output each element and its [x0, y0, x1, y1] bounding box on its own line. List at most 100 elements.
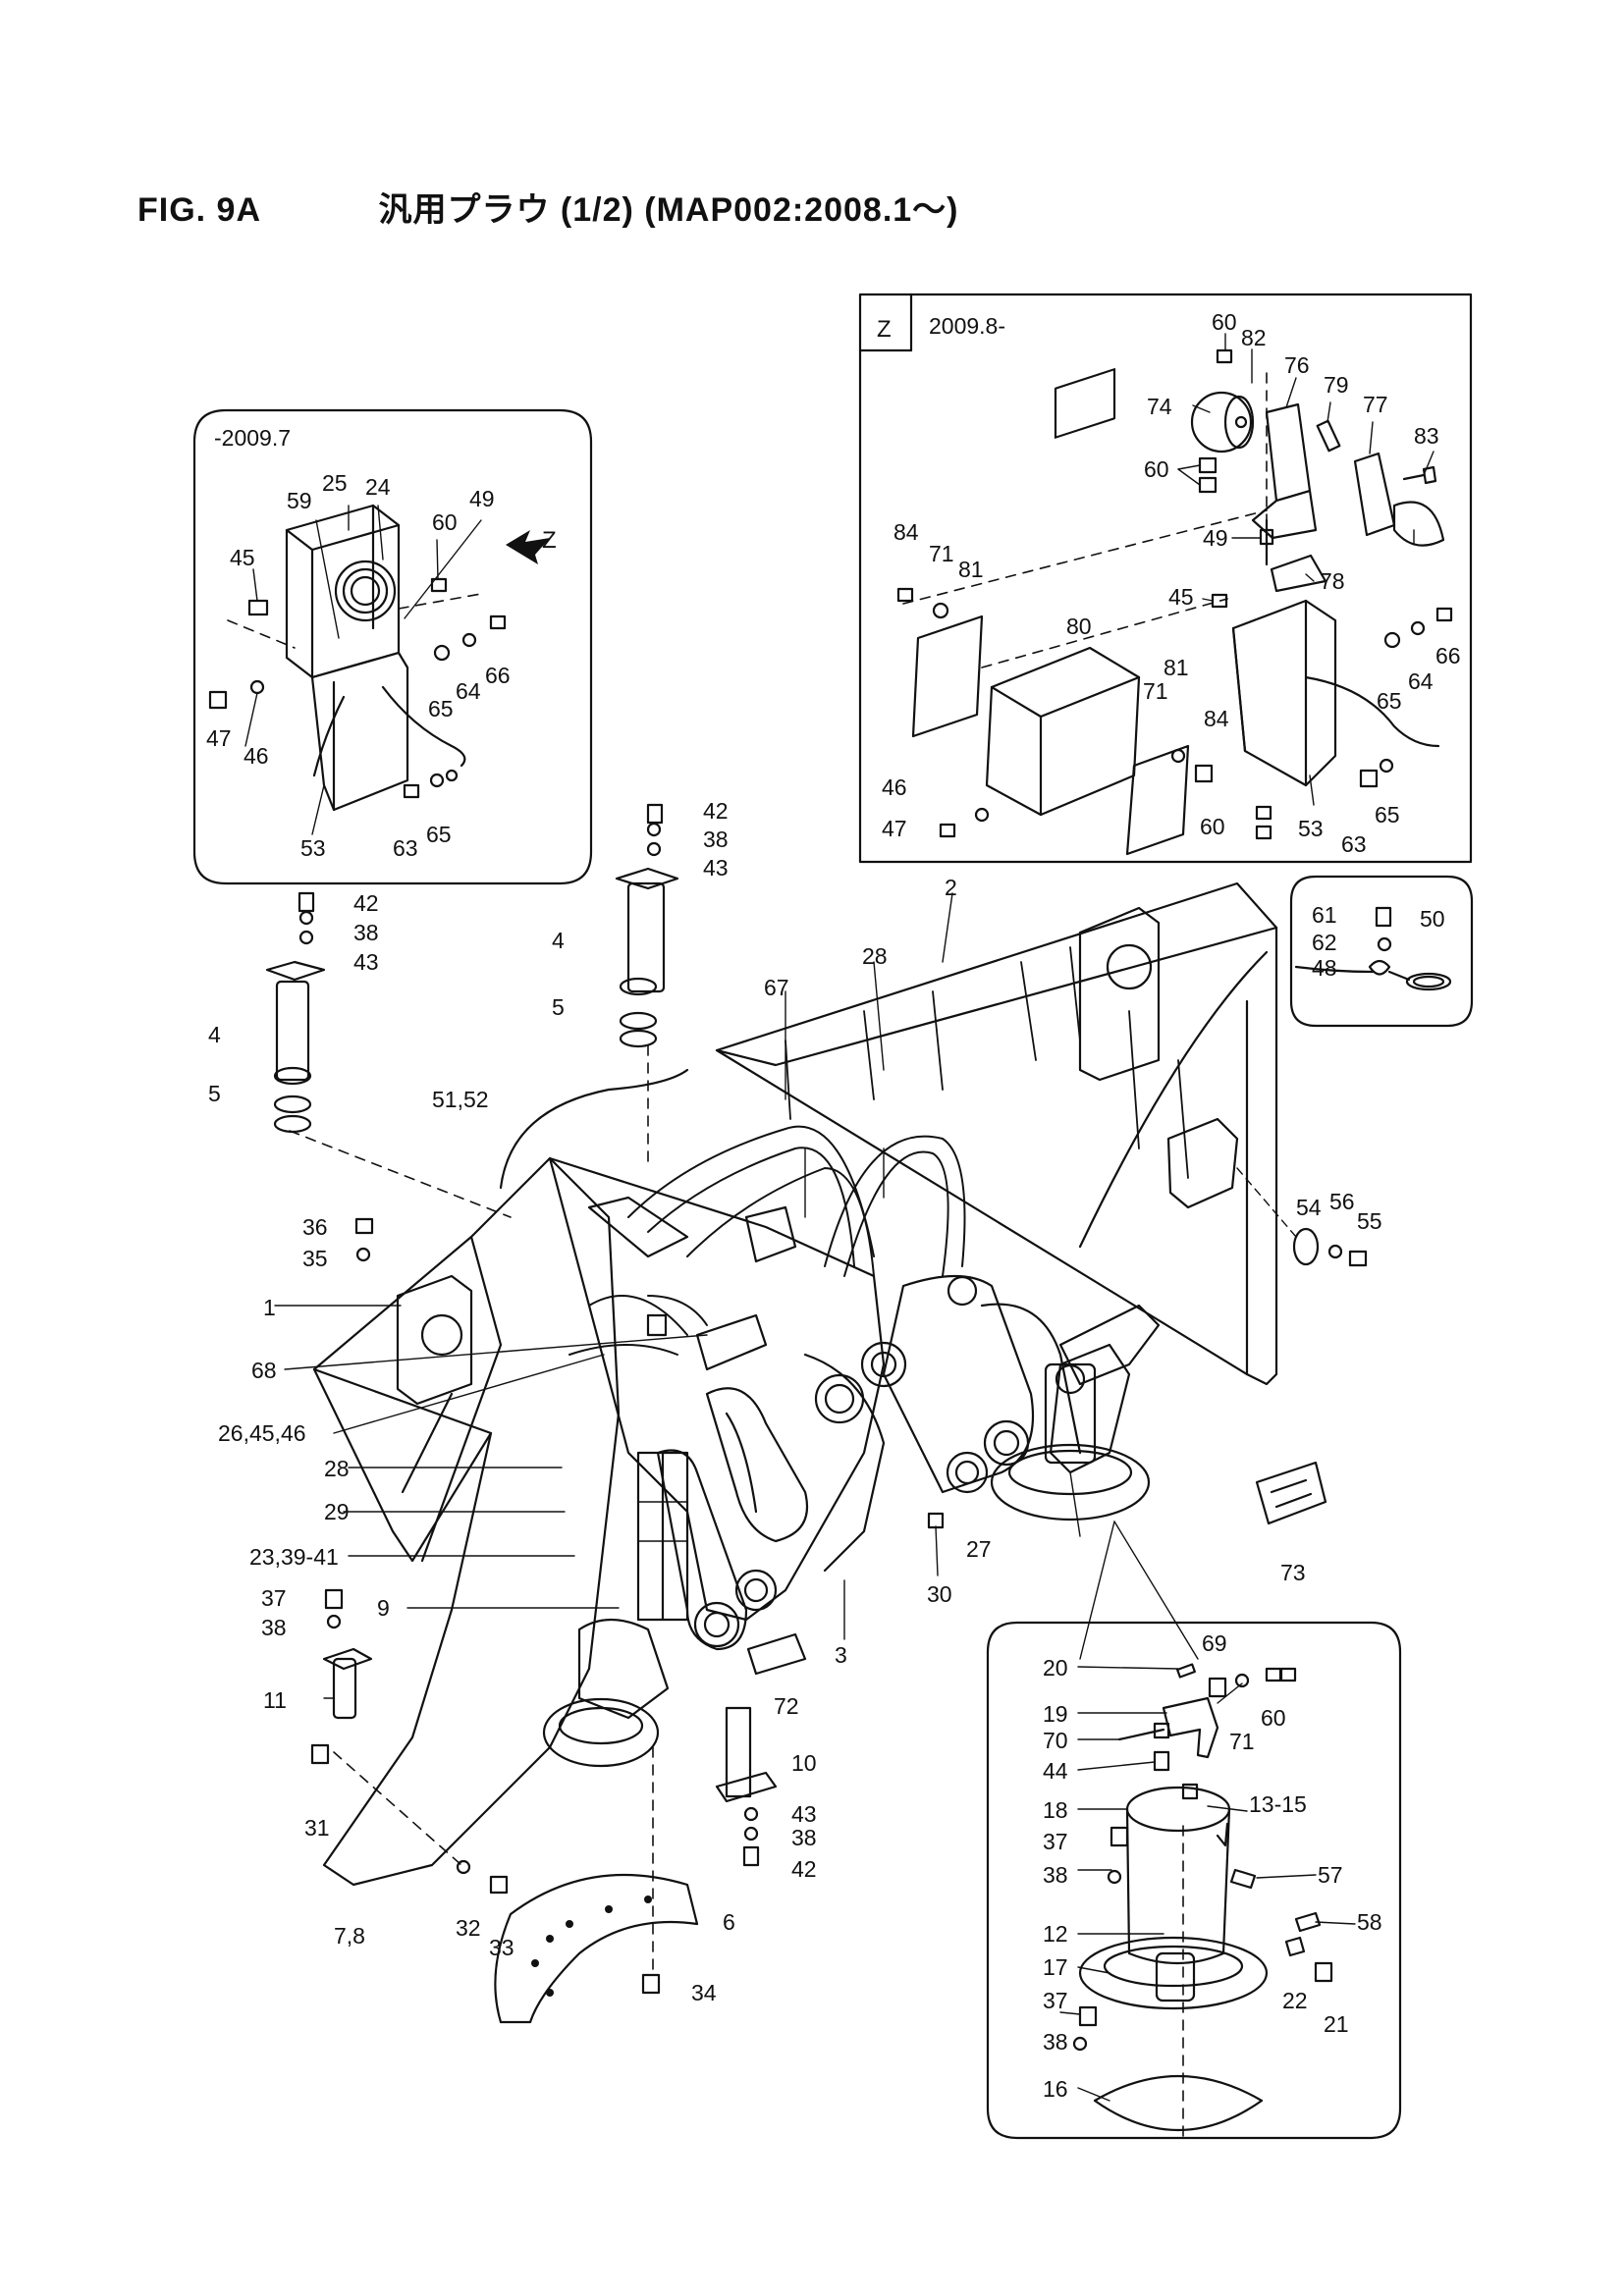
callout: 5 [208, 1081, 221, 1106]
callout: 74 [1147, 394, 1172, 419]
callout: 65 [428, 696, 454, 721]
detail-box-z [858, 293, 1473, 864]
callout: 47 [206, 725, 232, 751]
callout: 37 [1043, 1988, 1068, 2013]
callout: 58 [1357, 1909, 1382, 1935]
callout: 66 [485, 663, 511, 688]
callout: 2 [945, 875, 957, 900]
callout: 83 [1414, 423, 1439, 449]
wiring-inset [1289, 875, 1474, 1028]
callout: 12 [1043, 1921, 1068, 1947]
callout: 31 [304, 1815, 330, 1841]
callout: 10 [791, 1750, 817, 1776]
callout: 38 [703, 827, 729, 852]
left-box-arrow-label: Z [542, 527, 557, 554]
callout: 28 [324, 1456, 350, 1481]
callout: 45 [1168, 584, 1194, 610]
box-z-date: 2009.8- [929, 313, 1005, 339]
callout: 45 [230, 545, 255, 570]
figure-title: FIG. 9A 汎用プラウ (1/2) (MAP002:2008.1〜) [137, 183, 959, 231]
callout: 73 [1280, 1560, 1306, 1585]
callout: 17 [1043, 1954, 1068, 1980]
callout: 30 [927, 1581, 952, 1607]
callout: 59 [287, 488, 312, 513]
callout: 60 [1212, 309, 1237, 335]
callout: 42 [791, 1856, 817, 1882]
callout: 46 [882, 774, 907, 800]
callout: 6 [723, 1909, 735, 1935]
callout: 64 [456, 678, 481, 704]
callout: 48 [1312, 955, 1337, 981]
callout: 69 [1202, 1630, 1227, 1656]
callout: 53 [1298, 816, 1324, 841]
main-assembly [265, 803, 1368, 2024]
callout: 16 [1043, 2076, 1068, 2102]
callout: 44 [1043, 1758, 1068, 1784]
callouts-shoe-box: 69 20 19 60 70 71 44 18 13-15 37 38 57 5… [1043, 1630, 1382, 2102]
callout: 42 [703, 798, 729, 824]
callout: 37 [261, 1585, 287, 1611]
callouts-left-box: 59 25 24 49 60 45 65 64 66 47 46 53 63 6… [206, 470, 511, 861]
callout: 60 [432, 509, 458, 535]
callout: 29 [324, 1499, 350, 1524]
callout: 65 [426, 822, 452, 847]
callout: 4 [208, 1022, 221, 1047]
callout: 67 [764, 975, 789, 1000]
callout: 70 [1043, 1728, 1068, 1753]
callout: 32 [456, 1915, 481, 1941]
callouts-main: 42 38 43 4 5 42 38 43 4 5 2 28 67 51,52 … [208, 798, 1382, 2005]
callout: 66 [1435, 643, 1461, 668]
callout: 38 [353, 920, 379, 945]
callout: 63 [393, 835, 418, 861]
callout: 35 [302, 1246, 328, 1271]
callout: 42 [353, 890, 379, 916]
detail-box-left [192, 408, 593, 885]
callout: 38 [1043, 2029, 1068, 2055]
callout: 13-15 [1249, 1791, 1307, 1817]
callouts-wiring-inset: 61 50 62 48 [1312, 902, 1445, 981]
detail-box-shoe [986, 1621, 1402, 2141]
box-z-letter: Z [877, 316, 892, 343]
callout: 47 [882, 816, 907, 841]
callout: 60 [1200, 814, 1225, 839]
callout: 84 [1204, 706, 1229, 731]
figure-caption: 汎用プラウ (1/2) (MAP002:2008.1〜) [378, 191, 959, 229]
callout: 65 [1377, 688, 1402, 714]
callout: 71 [929, 541, 954, 566]
callout: 49 [469, 486, 495, 511]
callout: 63 [1341, 831, 1367, 857]
callouts-box-z: 60 82 76 79 77 74 83 60 49 84 71 81 78 4… [882, 309, 1461, 857]
callout: 24 [365, 474, 391, 500]
callout: 4 [552, 928, 565, 953]
callout: 60 [1144, 456, 1169, 482]
callout: 61 [1312, 902, 1337, 928]
callout: 38 [1043, 1862, 1068, 1888]
callout: 27 [966, 1536, 992, 1562]
callout: 7,8 [334, 1923, 365, 1949]
left-box-date: -2009.7 [214, 425, 291, 451]
callout: 62 [1312, 930, 1337, 955]
callout: 65 [1375, 802, 1400, 828]
callout: 81 [958, 557, 984, 582]
callout: 79 [1324, 372, 1349, 398]
callout: 80 [1066, 614, 1092, 639]
callout: 68 [251, 1358, 277, 1383]
callout: 26,45,46 [218, 1420, 306, 1446]
callout: 1 [263, 1295, 276, 1320]
callout: 43 [353, 949, 379, 975]
callout: 71 [1229, 1729, 1255, 1754]
callout: 78 [1320, 568, 1345, 594]
callout: 50 [1420, 906, 1445, 932]
callout: 23,39-41 [249, 1544, 339, 1570]
callout: 56 [1329, 1189, 1355, 1214]
callout: 43 [791, 1801, 817, 1827]
callout: 28 [862, 943, 888, 969]
callout: 82 [1241, 325, 1267, 350]
callout: 51,52 [432, 1087, 489, 1112]
callout: 53 [300, 835, 326, 861]
figure-number: FIG. 9A [137, 191, 262, 229]
callout: 60 [1261, 1705, 1286, 1731]
callout: 25 [322, 470, 348, 496]
callout: 18 [1043, 1797, 1068, 1823]
